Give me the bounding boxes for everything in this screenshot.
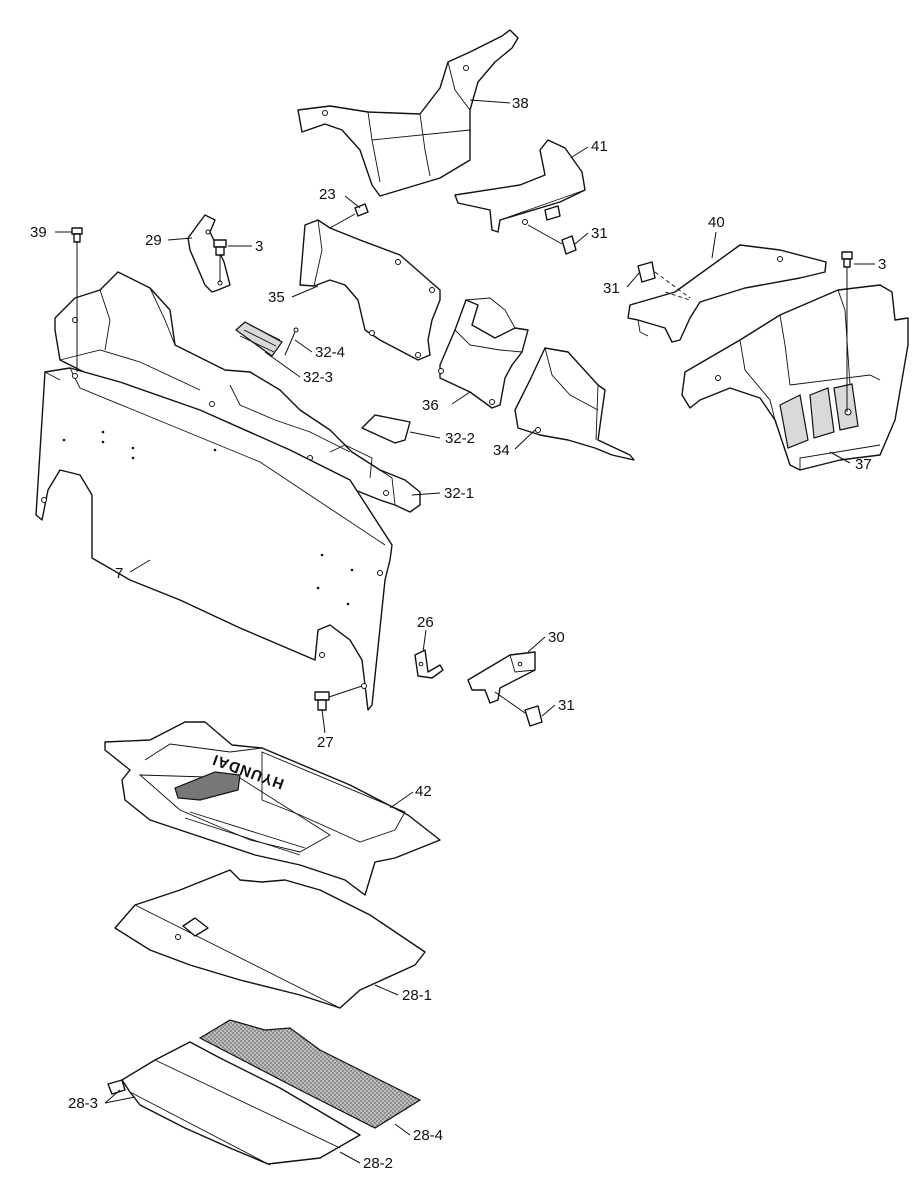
bolt-3a xyxy=(213,239,227,282)
label-39: 39 xyxy=(30,224,47,241)
part-26-small-bracket xyxy=(414,649,444,679)
part-36-inner-bracket xyxy=(438,297,529,409)
part-28-1-floor-plate xyxy=(114,869,426,1009)
part-32-2-plate xyxy=(361,414,411,444)
label-7: 7 xyxy=(115,565,123,582)
label-28-4: 28-4 xyxy=(413,1127,443,1144)
label-38: 38 xyxy=(512,95,529,112)
label-29: 29 xyxy=(145,232,162,249)
label-30: 30 xyxy=(548,629,565,646)
label-31b: 31 xyxy=(603,280,620,297)
part-28-2-lower-plate xyxy=(107,1041,361,1166)
label-32-1: 32-1 xyxy=(444,485,474,502)
bolt-3b xyxy=(841,251,853,412)
part-34-rear-cover xyxy=(514,347,635,461)
label-42: 42 xyxy=(415,783,432,800)
bolt-31b xyxy=(637,261,691,299)
label-37: 37 xyxy=(855,456,872,473)
label-31a: 31 xyxy=(591,225,608,242)
label-26: 26 xyxy=(417,614,434,631)
part-37-side-step xyxy=(681,284,909,471)
label-31c: 31 xyxy=(558,697,575,714)
leader-lines xyxy=(55,99,875,1164)
label-28-2: 28-2 xyxy=(363,1155,393,1172)
screw-32-4 xyxy=(284,327,299,356)
label-3a: 3 xyxy=(255,238,263,255)
label-41: 41 xyxy=(591,138,608,155)
bolt-39 xyxy=(71,227,83,372)
part-28-4-rubber-mat xyxy=(198,1019,422,1129)
callout-labels: 38 41 23 39 29 3 31 40 31 3 35 32-4 32-3… xyxy=(30,95,886,1172)
bolt-31a xyxy=(527,224,577,255)
panel-holes xyxy=(62,430,354,606)
label-34: 34 xyxy=(493,442,510,459)
label-3b: 3 xyxy=(878,256,886,273)
bolt-27 xyxy=(314,685,363,711)
part-7-front-panel xyxy=(35,367,393,711)
label-40: 40 xyxy=(708,214,725,231)
label-28-1: 28-1 xyxy=(402,987,432,1004)
label-32-2: 32-2 xyxy=(445,430,475,447)
part-38-upper-cover xyxy=(297,29,519,197)
part-32-3-grille xyxy=(235,321,283,357)
label-23: 23 xyxy=(319,186,336,203)
part-35-side-panel xyxy=(299,219,441,361)
label-32-4: 32-4 xyxy=(315,344,345,361)
label-35: 35 xyxy=(268,289,285,306)
bolt-23 xyxy=(329,203,369,229)
part-41-bracket-plate xyxy=(454,139,586,233)
part-30-bracket xyxy=(467,651,536,704)
label-32-3: 32-3 xyxy=(303,369,333,386)
label-36: 36 xyxy=(422,397,439,414)
part-42-floor-mat: HYUNDAI xyxy=(104,721,441,896)
label-28-3: 28-3 xyxy=(68,1095,98,1112)
bolt-31c xyxy=(494,691,543,727)
part-40-top-plate xyxy=(627,244,827,343)
label-27: 27 xyxy=(317,734,334,751)
